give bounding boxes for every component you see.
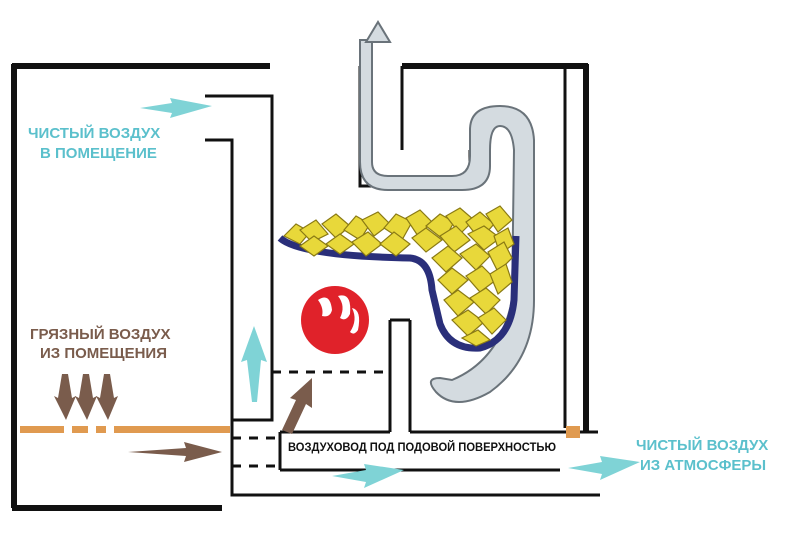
arrow-right-icon <box>128 442 222 462</box>
outer-walls <box>11 63 589 511</box>
inner-channel-wall <box>205 138 600 497</box>
clean-air-atm-label-1: ЧИСТЫЙ ВОЗДУХ <box>636 436 768 454</box>
dirty-air-arrows <box>54 374 312 462</box>
clean-air-arrows <box>140 98 640 488</box>
insulation <box>20 426 580 438</box>
dirty-air-label-2: ИЗ ПОМЕЩЕНИЯ <box>40 345 167 362</box>
outer-channel-wall <box>205 94 274 422</box>
duct-label: ВОЗДУХОВОД ПОД ПОДОВОЙ ПОВЕРХНОСТЬЮ <box>288 439 556 454</box>
insulation-strip <box>566 426 580 438</box>
stone-tray <box>277 235 520 352</box>
arrow-down-icon <box>75 374 97 420</box>
arrow-left-icon <box>568 456 640 480</box>
flame-icon <box>301 286 369 354</box>
stove-casing <box>205 66 600 497</box>
insulation-strip <box>20 426 64 433</box>
insulation-strip <box>96 426 106 433</box>
arrow-up-right-icon <box>282 378 312 434</box>
dirty-air-label-1: ГРЯЗНЫЙ ВОЗДУХ <box>30 325 171 343</box>
sauna-stones <box>282 205 515 347</box>
flue-outlet-arrow <box>364 20 392 43</box>
arrow-left-icon <box>140 98 212 118</box>
stove-top-wall <box>358 66 472 188</box>
arrow-down-icon <box>54 374 76 420</box>
arrow-up-icon <box>241 326 267 402</box>
arrow-down-icon <box>96 374 118 420</box>
grate-lines <box>232 370 390 468</box>
arrow-left-icon <box>332 464 404 488</box>
insulation-strip <box>72 426 88 433</box>
flue-pipe <box>359 39 535 403</box>
clean-air-room-label-2: В ПОМЕЩЕНИЕ <box>40 145 157 162</box>
insulation-strip <box>114 426 230 433</box>
clean-air-room-label-1: ЧИСТЫЙ ВОЗДУХ <box>28 124 160 142</box>
clean-air-atm-label-2: ИЗ АТМОСФЕРЫ <box>640 457 766 474</box>
